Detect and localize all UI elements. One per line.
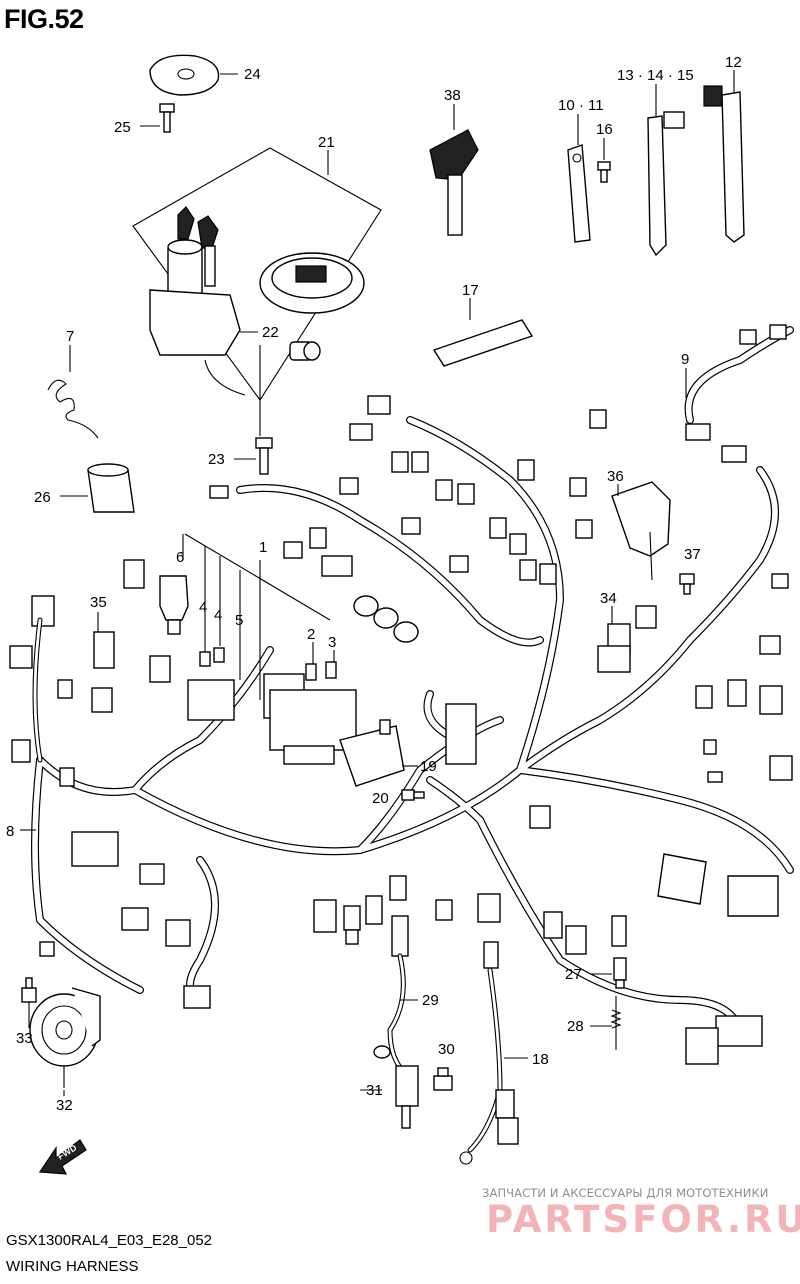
harness-part-18 — [459, 967, 528, 1165]
ecu-connectors-bottom-right — [657, 853, 779, 917]
switch-part-31 — [360, 1045, 419, 1129]
callout-8: 8 — [6, 823, 14, 840]
callout-30: 30 — [438, 1041, 455, 1058]
callout-31: 31 — [366, 1082, 383, 1099]
callout-4b: 4 — [214, 607, 222, 624]
connectors-lower — [39, 831, 763, 1065]
ecu-connector-middle — [423, 690, 551, 829]
fuse-box-part — [263, 661, 357, 765]
callout-20: 20 — [372, 790, 389, 807]
callout-22: 22 — [262, 324, 279, 341]
callout-37: 37 — [684, 546, 701, 563]
pad-part-17 — [432, 298, 534, 367]
bracket-part-10-11 — [567, 114, 591, 243]
callout-29: 29 — [422, 992, 439, 1009]
fuel-cap-part — [259, 252, 365, 314]
spring-part-7 — [47, 345, 99, 439]
connectors-right-side — [695, 573, 793, 783]
horn-part-32 — [29, 987, 101, 1088]
connector-part-34 — [597, 605, 657, 673]
main-harness-part-1 — [31, 416, 794, 1034]
callout-34: 34 — [600, 590, 617, 607]
holder-part-26 — [60, 463, 135, 513]
strap-part-12 — [703, 70, 745, 243]
screw-part-37 — [679, 573, 695, 595]
callout-36: 36 — [607, 468, 624, 485]
ignition-switch-part-22 — [149, 206, 258, 396]
callout-27: 27 — [565, 966, 582, 983]
bracket-part-19 — [339, 719, 418, 787]
watermark-tagline: ЗАПЧАСТИ И АКСЕССУАРЫ ДЛЯ МОТОТЕХНИКИ — [482, 1186, 769, 1200]
spring-part-28 — [590, 996, 622, 1050]
callout-17: 17 — [462, 282, 479, 299]
callout-2: 2 — [307, 626, 315, 643]
callout-35: 35 — [90, 594, 107, 611]
bolt-part-30 — [433, 1067, 453, 1091]
callout-25: 25 — [114, 119, 131, 136]
callout-16: 16 — [596, 121, 613, 138]
callout-26: 26 — [34, 489, 51, 506]
callout-38: 38 — [444, 87, 461, 104]
key-part-38 — [429, 104, 479, 236]
harness-part-29 — [387, 953, 418, 1077]
callout-7: 7 — [66, 328, 74, 345]
callout-21: 21 — [318, 134, 335, 151]
strap-part-13-14-15 — [647, 84, 685, 257]
callout-10-11: 10 · 11 — [558, 97, 604, 114]
watermark-brand: PARTSFOR.RU — [486, 1198, 800, 1241]
seat-lock-part — [289, 341, 321, 361]
callout-3: 3 — [328, 634, 336, 651]
key-cover-part-24 — [149, 54, 238, 96]
callout-1: 1 — [259, 539, 267, 556]
diagram-code: GSX1300RAL4_E03_E28_052 — [6, 1232, 213, 1249]
bolt-part-33 — [21, 977, 37, 1028]
connector-cluster-top — [209, 395, 607, 643]
callout-13-14-15: 13 · 14 · 15 — [617, 67, 694, 84]
callout-28: 28 — [567, 1018, 584, 1035]
callout-4a: 4 — [199, 599, 207, 616]
bolt-part-25 — [140, 103, 175, 133]
callout-5: 5 — [235, 612, 243, 629]
bracket-part-36 — [611, 481, 671, 581]
sensor-part-27 — [590, 957, 627, 989]
callout-19: 19 — [420, 758, 437, 775]
callout-9: 9 — [681, 351, 689, 368]
figure-title: FIG.52 — [4, 4, 84, 34]
callout-23: 23 — [208, 451, 225, 468]
callout-33: 33 — [16, 1030, 33, 1047]
screw-part-16 — [597, 138, 611, 183]
callout-12: 12 — [725, 54, 742, 71]
callout-6: 6 — [176, 549, 184, 566]
bolt-part-20 — [401, 789, 425, 801]
bolt-part-23 — [234, 437, 273, 475]
callout-24: 24 — [244, 66, 261, 83]
relay-parts-left — [9, 559, 235, 787]
diagram-name: WIRING HARNESS — [6, 1258, 139, 1275]
callout-32: 32 — [56, 1097, 73, 1114]
sub-harness-part-9 — [684, 324, 794, 463]
callout-18: 18 — [532, 1051, 549, 1068]
fwd-arrow-icon: FWD — [38, 1139, 87, 1175]
